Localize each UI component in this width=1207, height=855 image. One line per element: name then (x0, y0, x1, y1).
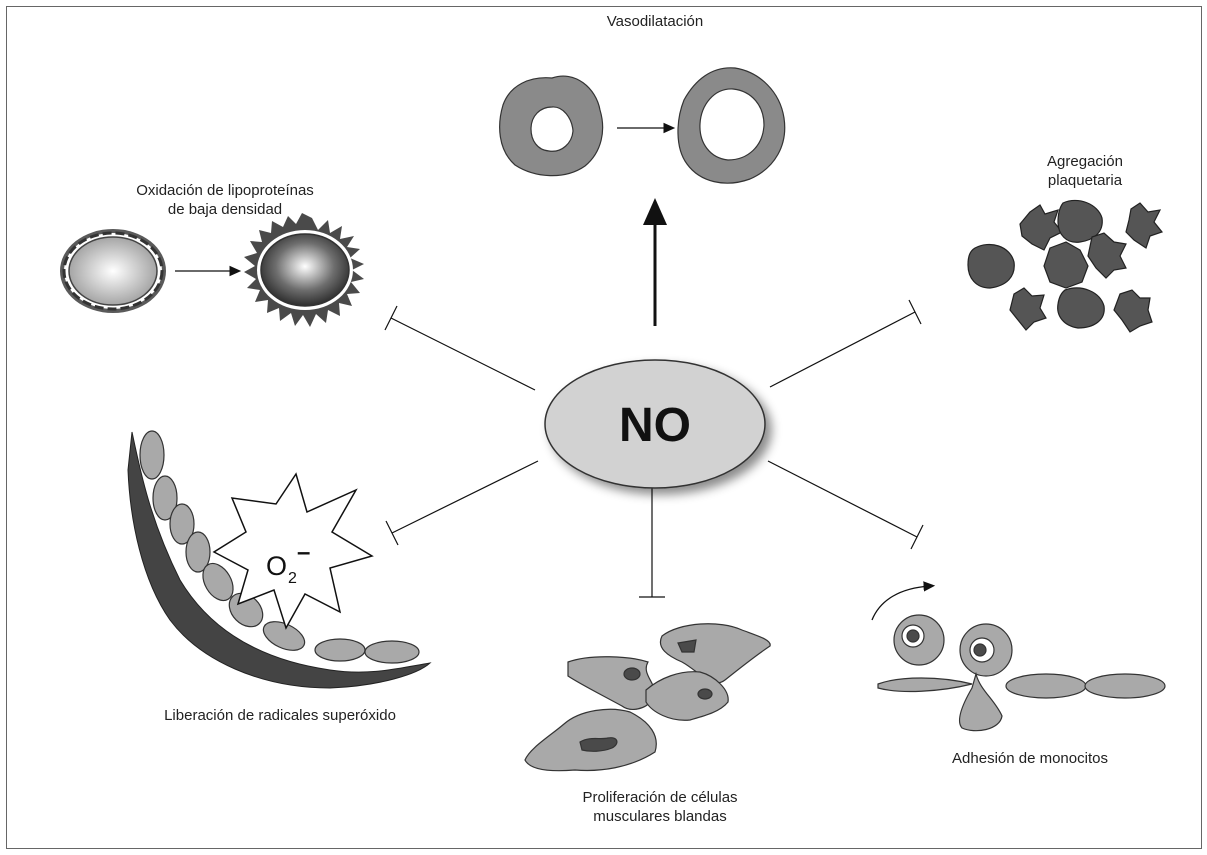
label-smooth-muscle: Proliferación de células musculares blan… (540, 788, 780, 826)
label-platelet-aggregation: Agregación plaquetaria (1020, 152, 1150, 190)
center-label: NO (619, 399, 691, 452)
superoxide-star-icon: O 2 – (214, 474, 372, 628)
radical-label: O (266, 551, 287, 581)
ldl-normal-icon (60, 229, 166, 313)
inhibit-bar-platelet (909, 300, 921, 324)
ldl-oxidized-icon (244, 213, 364, 327)
radical-subscript: 2 (288, 570, 297, 587)
label-vasodilation: Vasodilatación (560, 12, 750, 31)
inhibit-line-superoxide (392, 461, 538, 533)
label-superoxide: Liberación de radicales superóxido (120, 706, 440, 725)
platelets-icon (968, 200, 1162, 332)
vessel-constricted-icon (500, 76, 603, 176)
monocytes-icon (872, 586, 1165, 731)
inhibit-line-platelet (770, 312, 915, 387)
smooth-muscle-cells-icon (525, 624, 770, 771)
inhibit-line-monocyte (768, 461, 917, 537)
center-node: NO (545, 360, 765, 488)
label-ldl-oxidation: Oxidación de lipoproteínas de baja densi… (100, 181, 350, 219)
inhibit-bar-ldl (385, 306, 397, 330)
inhibit-bar-superoxide (386, 521, 398, 545)
label-monocyte-adhesion: Adhesión de monocitos (915, 749, 1145, 768)
inhibit-line-ldl (391, 318, 535, 390)
radical-charge: – (297, 539, 310, 566)
inhibit-bar-monocyte (911, 525, 923, 549)
vessel-dilated-icon (678, 68, 785, 183)
